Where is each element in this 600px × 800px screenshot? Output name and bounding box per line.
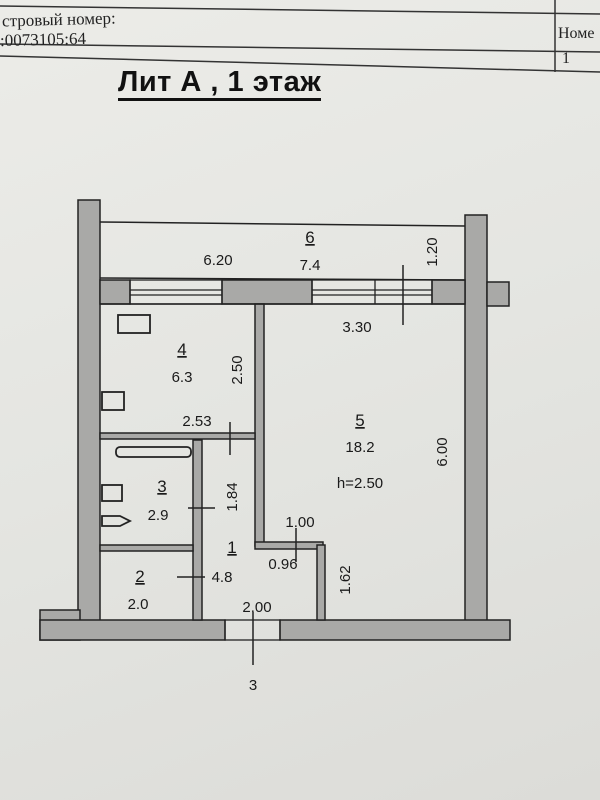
room-6-area: 7.4	[300, 257, 321, 274]
dim-balcony-width: 1.20	[424, 237, 441, 266]
room-1-number: 1	[227, 538, 236, 557]
partition-room4-room3	[99, 432, 256, 440]
window-pier-middle	[221, 279, 313, 305]
room-6-number: 6	[305, 228, 314, 247]
entrance-label: 3	[249, 677, 257, 694]
dimension-ticks	[177, 265, 404, 665]
dim-niche-width: 1.00	[285, 514, 314, 531]
balcony-outline	[99, 221, 466, 305]
number-column-label: Номе	[558, 25, 595, 42]
dim-room4-width: 2.53	[182, 413, 211, 430]
dim-balcony-length: 6.20	[203, 252, 232, 269]
bottom-wall-left	[39, 619, 226, 641]
dim-room3-height: 1.84	[224, 482, 241, 511]
ceiling-height: h=2.50	[337, 475, 383, 492]
window-pier-right	[431, 279, 466, 305]
room-2-number: 2	[135, 567, 144, 586]
right-wall-stub	[486, 281, 510, 307]
partition-room3-room2	[99, 544, 194, 552]
room-3-area: 2.9	[148, 507, 169, 524]
bottom-wall-right	[279, 619, 511, 641]
room-1-area: 4.8	[212, 569, 233, 586]
toilet-icon	[101, 515, 133, 527]
dim-room5-length: 6.00	[434, 437, 451, 466]
partition-niche	[254, 541, 324, 550]
page-title: Лит А , 1 этаж	[118, 66, 322, 101]
room-3-number: 3	[157, 477, 166, 496]
partition-room4-room5	[254, 303, 265, 547]
window-pier-left	[99, 279, 131, 305]
dim-niche-depth: 0.96	[268, 556, 297, 573]
room-2-area: 2.0	[128, 596, 149, 613]
room-5-area: 18.2	[345, 439, 374, 456]
number-column-value: 1	[562, 50, 570, 67]
windows	[129, 279, 433, 641]
dim-corridor-height: 1.62	[337, 565, 354, 594]
fixtures	[101, 314, 192, 527]
dim-room5-width: 3.30	[342, 319, 371, 336]
left-wall	[77, 199, 101, 626]
stove-icon	[117, 314, 151, 334]
walls	[39, 199, 511, 641]
partition-room3-room1	[192, 439, 203, 621]
washbasin-icon	[101, 484, 123, 502]
dim-corridor-width: 2.00	[242, 599, 271, 616]
dim-room4-height: 2.50	[229, 355, 246, 384]
room-4-number: 4	[177, 340, 186, 359]
room-5-number: 5	[355, 411, 364, 430]
room-4-area: 6.3	[172, 369, 193, 386]
bathtub-icon	[115, 446, 192, 458]
sink-icon	[101, 391, 125, 411]
partition-corridor-right	[316, 544, 326, 621]
right-wall	[464, 214, 488, 626]
